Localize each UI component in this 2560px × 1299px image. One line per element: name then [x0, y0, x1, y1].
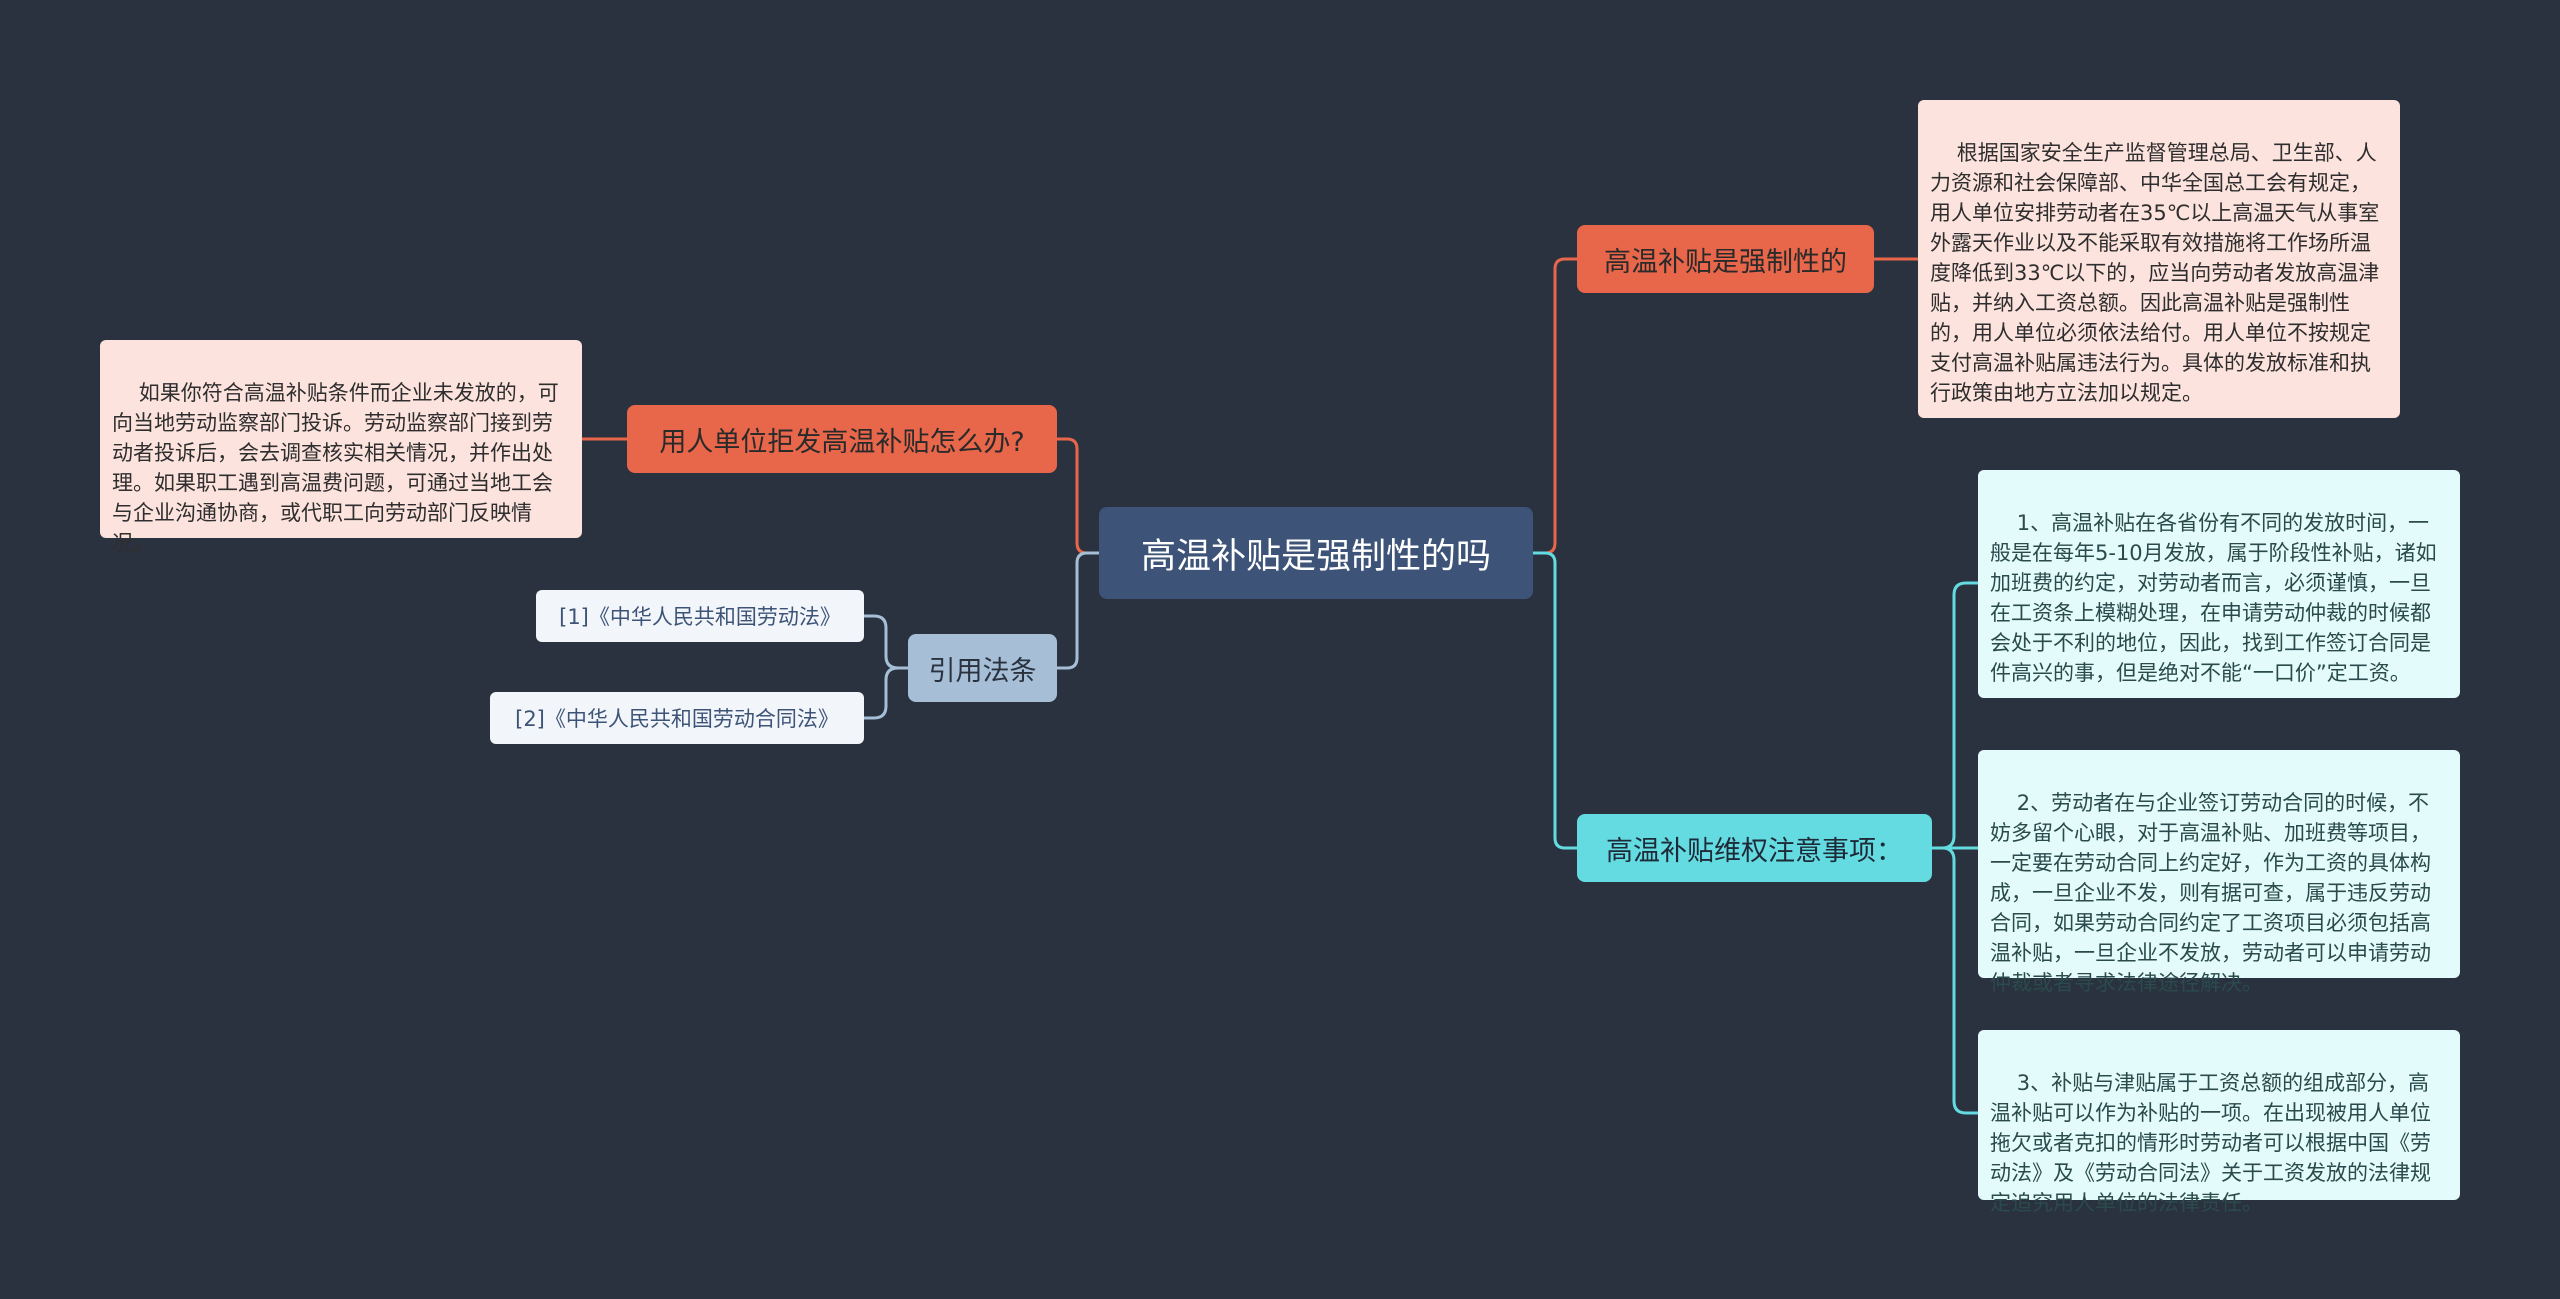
link-tips-note1	[1932, 581, 1978, 850]
link-tips-note3	[1932, 846, 1978, 1115]
link-root-tips	[1533, 551, 1577, 850]
branch-tips[interactable]: 高温补贴维权注意事项：	[1577, 814, 1932, 882]
note-tip-2-text: 2、劳动者在与企业签订劳动合同的时候，不妨多留个心眼，对于高温补贴、加班费等项目…	[1990, 791, 2431, 995]
branch-mandatory[interactable]: 高温补贴是强制性的	[1577, 225, 1874, 293]
note-mandatory-text: 根据国家安全生产监督管理总局、卫生部、人力资源和社会保障部、中华全国总工会有规定…	[1930, 141, 2380, 405]
link-law-ref2	[864, 666, 908, 720]
ref-labor-contract-law[interactable]: [2]《中华人民共和国劳动合同法》	[490, 692, 864, 744]
link-root-mandatory	[1533, 257, 1577, 555]
branch-mandatory-label: 高温补贴是强制性的	[1604, 246, 1847, 278]
note-tip-1-text: 1、高温补贴在各省份有不同的发放时间，一般是在每年5-10月发放，属于阶段性补贴…	[1990, 511, 2437, 685]
branch-tips-label: 高温补贴维权注意事项：	[1606, 835, 1903, 867]
branch-refuse-label: 用人单位拒发高温补贴怎么办?	[659, 426, 1025, 458]
note-tip-2: 2、劳动者在与企业签订劳动合同的时候，不妨多留个心眼，对于高温补贴、加班费等项目…	[1978, 750, 2460, 995]
branch-refuse[interactable]: 用人单位拒发高温补贴怎么办?	[627, 405, 1057, 473]
link-root-law	[1057, 551, 1099, 670]
ref-labor-law[interactable]: [1]《中华人民共和国劳动法》	[536, 590, 864, 642]
note-tip-3-text: 3、补贴与津贴属于工资总额的组成部分，高温补贴可以作为补贴的一项。在出现被用人单…	[1990, 1071, 2431, 1215]
root-topic-label: 高温补贴是强制性的吗	[1140, 536, 1491, 577]
link-law-ref1	[864, 614, 908, 670]
ref-labor-contract-law-text: [2]《中华人民共和国劳动合同法》	[515, 707, 839, 731]
note-refuse-text: 如果你符合高温补贴条件而企业未发放的，可向当地劳动监察部门投诉。劳动监察部门接到…	[112, 381, 559, 555]
note-tip-3: 3、补贴与津贴属于工资总额的组成部分，高温补贴可以作为补贴的一项。在出现被用人单…	[1978, 1030, 2460, 1215]
branch-law-label: 引用法条	[928, 655, 1037, 687]
note-tip-1: 1、高温补贴在各省份有不同的发放时间，一般是在每年5-10月发放，属于阶段性补贴…	[1978, 470, 2460, 698]
link-root-refuse	[1057, 437, 1099, 555]
note-mandatory: 根据国家安全生产监督管理总局、卫生部、人力资源和社会保障部、中华全国总工会有规定…	[1918, 100, 2400, 418]
branch-law[interactable]: 引用法条	[908, 634, 1057, 702]
root-topic[interactable]: 高温补贴是强制性的吗	[1099, 507, 1533, 599]
note-refuse: 如果你符合高温补贴条件而企业未发放的，可向当地劳动监察部门投诉。劳动监察部门接到…	[100, 340, 582, 555]
ref-labor-law-text: [1]《中华人民共和国劳动法》	[559, 605, 841, 629]
